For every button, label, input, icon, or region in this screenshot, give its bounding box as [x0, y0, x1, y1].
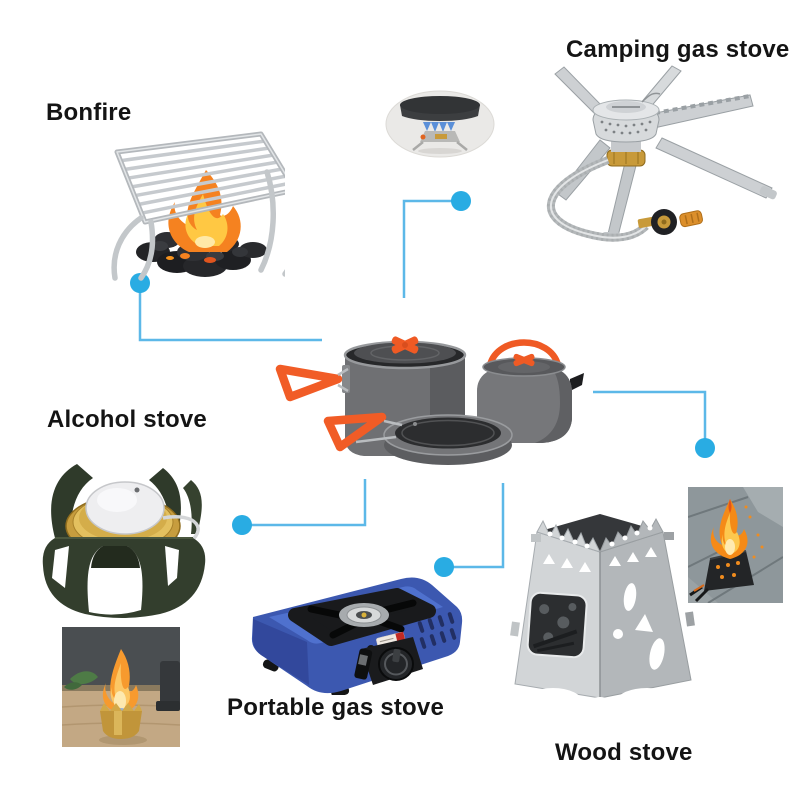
- pot-support-arms: [554, 65, 754, 129]
- side-cutouts: [613, 583, 665, 670]
- label-bonfire: Bonfire: [46, 99, 132, 126]
- feed-window: [526, 591, 588, 659]
- sparks: [744, 505, 764, 559]
- pot-lid-knob: [391, 336, 419, 354]
- wood-stove-photo: [505, 502, 700, 702]
- label-alcohol-stove: Alcohol stove: [47, 406, 207, 433]
- alcohol-stove-photo: [25, 438, 220, 633]
- camping-gas-stove-photo: [492, 62, 792, 262]
- pot-folding-handle: [275, 364, 343, 402]
- blue-flame-icon: [423, 122, 455, 132]
- kettle: [477, 339, 584, 443]
- kettle-lid-knob: [513, 353, 535, 367]
- side-vents: [417, 612, 457, 649]
- bonfire-photo: [55, 110, 285, 290]
- camping-stove-in-use-inset: [385, 90, 495, 158]
- wood-stove-burning-inset: [688, 487, 783, 603]
- stove-opening: [537, 514, 663, 552]
- label-wood-stove: Wood stove: [555, 739, 693, 766]
- alcohol-burner-inset: [62, 627, 180, 747]
- pot-on-flame: [400, 96, 480, 154]
- crown-cutouts: [547, 525, 653, 549]
- fuel-hose: [546, 156, 649, 242]
- pan-folding-handle: [323, 412, 387, 452]
- portable-gas-stove-photo: [233, 545, 468, 695]
- hinge-tabs: [510, 532, 695, 637]
- stand-base: [42, 537, 206, 618]
- triangle-cutouts: [543, 547, 657, 572]
- control-knob-assembly: [354, 637, 423, 685]
- connector-dot-camping-gas-stove: [451, 191, 471, 211]
- label-camping-gas-stove: Camping gas stove: [566, 36, 790, 63]
- frying-pan: [323, 412, 513, 465]
- connector-line-alcohol-stove: [242, 479, 367, 527]
- burner-head: [592, 92, 661, 167]
- connector-dot-alcohol-stove: [232, 515, 252, 535]
- background-bottle: [156, 661, 180, 711]
- kettle-spout: [570, 373, 584, 391]
- flame-icon: [710, 499, 764, 559]
- grill-grate: [114, 131, 285, 225]
- kettle-bail-handle: [486, 339, 562, 369]
- valve-knob: [679, 210, 703, 228]
- connector-line-wood-stove: [593, 390, 707, 448]
- canister-valve: [637, 209, 703, 235]
- brass-burner-cup: [99, 703, 147, 745]
- plant-leaf: [64, 671, 98, 690]
- label-portable-gas-stove: Portable gas stove: [227, 694, 445, 721]
- leg-arches: [523, 688, 677, 702]
- connector-dot-wood-stove: [695, 438, 715, 458]
- burner-area: [288, 588, 436, 646]
- connector-line-camping-gas-stove: [402, 199, 461, 298]
- grill-legs: [111, 169, 285, 281]
- cookware-set-photo: [250, 323, 590, 473]
